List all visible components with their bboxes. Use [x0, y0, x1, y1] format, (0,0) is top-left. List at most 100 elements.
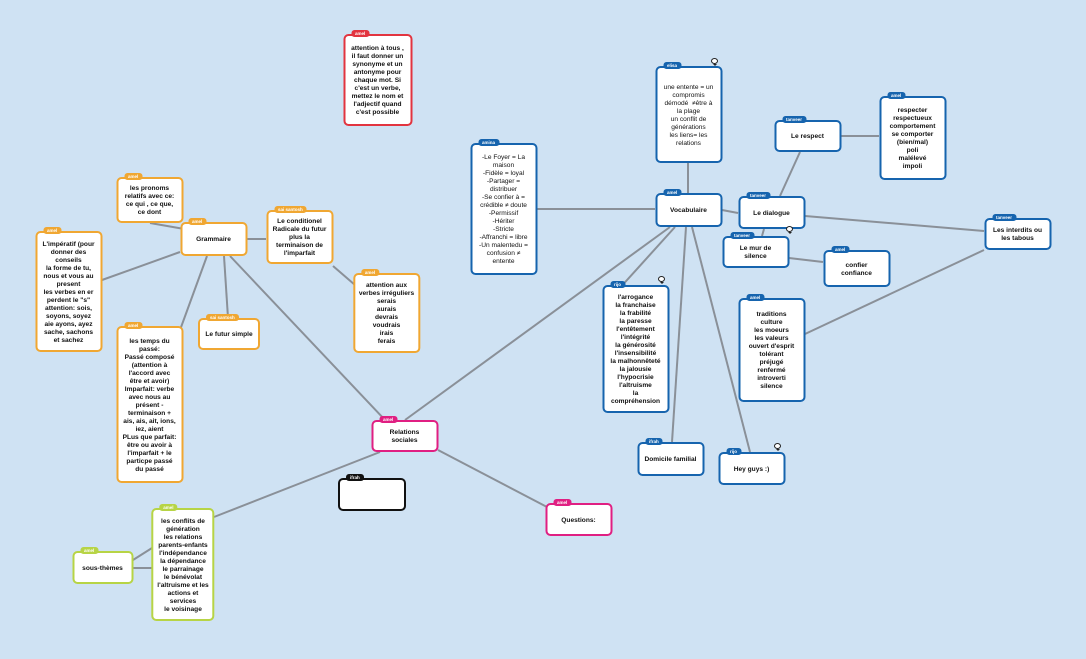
node-text: confier confiance [841, 261, 872, 277]
node-text: Hey guys :) [733, 465, 770, 473]
node-text: attention aux verbes irréguliers serais … [358, 282, 415, 345]
comment-icon[interactable] [774, 443, 781, 451]
node-respect[interactable]: tanveer Le respect [774, 116, 841, 152]
connection-line [788, 257, 824, 263]
node-text: l'arrogance la franchaise la frabilité l… [610, 294, 661, 405]
author-tag: amel [351, 30, 370, 37]
node-elisa[interactable]: elisa une entente = un compromis démodé ≠… [655, 62, 722, 163]
author-tag: rijo [610, 281, 626, 288]
author-tag: ifrah [346, 474, 364, 481]
node-text: une entente = un compromis démodé ≠être … [663, 83, 714, 147]
author-tag: amina [478, 139, 500, 146]
node-text: sous-thèmes [82, 564, 123, 572]
author-tag: tanveer [992, 214, 1017, 221]
node-text: les pronoms relatifs avec ce: ce qui , c… [124, 185, 175, 216]
node-text: attention à tous , il faut donner un syn… [351, 45, 404, 116]
author-tag: amel [124, 322, 143, 329]
node-qualites[interactable]: rijo l'arrogance la franchaise la frabili… [602, 281, 669, 413]
node-respecter[interactable]: amel respecter respectueux comportement s… [879, 92, 946, 180]
author-tag: rijo [726, 448, 742, 455]
connection-line [229, 255, 386, 421]
connection-line [721, 209, 739, 214]
connection-line [691, 226, 751, 453]
node-futur[interactable]: sai santosh Le futur simple [198, 314, 260, 350]
node-text: les conflits de génération les relations… [157, 517, 209, 613]
node-amina[interactable]: amina -Le Foyer = La maison -Fidèle = loy… [470, 139, 537, 275]
author-tag: elisa [663, 62, 682, 69]
node-text: Domicile familial [644, 456, 697, 463]
connection-line [617, 226, 676, 291]
author-tag: amel [831, 246, 850, 253]
connection-line [213, 451, 381, 518]
connection-line [779, 151, 801, 197]
connection-line [332, 265, 356, 286]
node-confier[interactable]: amel confier confiance [823, 246, 890, 287]
connection-line [761, 228, 765, 237]
node-conditionnel[interactable]: sai santosh Le conditionel Radicale du fu… [266, 206, 333, 264]
author-tag: amel [124, 173, 143, 180]
node-passe[interactable]: amel les temps du passé: Passé composé (a… [116, 322, 183, 483]
node-text: Grammaire [196, 236, 231, 243]
author-tag: tanveer [782, 116, 807, 123]
node-sousthemes[interactable]: amel sous-thèmes [72, 547, 133, 584]
connection-line [223, 255, 229, 319]
node-text: respecter respectueux comportement se co… [889, 107, 936, 170]
author-tag: amel [663, 189, 682, 196]
node-traditions[interactable]: amel traditions culture les moeurs les va… [738, 294, 805, 402]
author-tag: amel [159, 504, 178, 511]
author-tag: amel [43, 227, 62, 234]
connection-line [437, 449, 548, 508]
node-mur[interactable]: tanveer Le mur de silence [722, 232, 789, 268]
comment-icon[interactable] [658, 276, 665, 284]
node-note[interactable]: amel attention à tous , il faut donner un… [343, 30, 412, 126]
node-text: Les interdits ou les tabous [992, 227, 1043, 242]
node-text: Relations sociales [389, 429, 420, 444]
comment-icon[interactable] [786, 226, 793, 234]
author-tag: amel [887, 92, 906, 99]
node-text: Le mur de silence [739, 245, 772, 260]
author-tag: sai santosh [274, 206, 307, 213]
node-empty[interactable]: ifrah [338, 474, 406, 511]
connection-line [404, 226, 671, 421]
node-text: les temps du passé: Passé composé (atten… [122, 337, 177, 473]
author-tag: sai santosh [206, 314, 239, 321]
connection-line [101, 251, 181, 281]
node-text: Le conditionel Radicale du futur plus la… [272, 218, 327, 257]
author-tag: tanveer [746, 192, 771, 199]
node-text: traditions culture les moeurs les valeur… [748, 311, 795, 390]
node-text: L'impératif (pour donner des conseils la… [42, 240, 95, 344]
author-tag: amel [80, 547, 99, 554]
author-tag: tanveer [730, 232, 755, 239]
author-tag: amel [379, 416, 398, 423]
author-tag: amel [553, 499, 572, 506]
author-tag: amel [188, 218, 207, 225]
author-tag: amel [746, 294, 765, 301]
node-text: Le dialogue [753, 209, 790, 217]
connection-line [804, 249, 985, 335]
connection-line [179, 255, 208, 331]
node-text: Vocabulaire [670, 207, 707, 214]
author-tag: ifrah [645, 438, 663, 445]
connection-line [132, 547, 153, 561]
node-irreguliers[interactable]: amel attention aux verbes irréguliers ser… [352, 269, 421, 353]
node-text: Questions: [561, 516, 596, 524]
node-conflits[interactable]: amel les conflits de génération les relat… [151, 504, 215, 621]
node-text: Le futur simple [205, 331, 253, 338]
connection-line [804, 215, 985, 232]
node-pronoms[interactable]: amel les pronoms relatifs avec ce: ce qui… [116, 173, 183, 223]
comment-icon[interactable] [711, 58, 718, 66]
node-text: -Le Foyer = La maison -Fidèle = loyal -P… [479, 154, 528, 265]
connection-line [671, 226, 687, 443]
author-tag: amel [360, 269, 380, 276]
node-dialogue[interactable]: tanveer Le dialogue [738, 192, 805, 229]
node-text: Le respect [791, 133, 824, 140]
